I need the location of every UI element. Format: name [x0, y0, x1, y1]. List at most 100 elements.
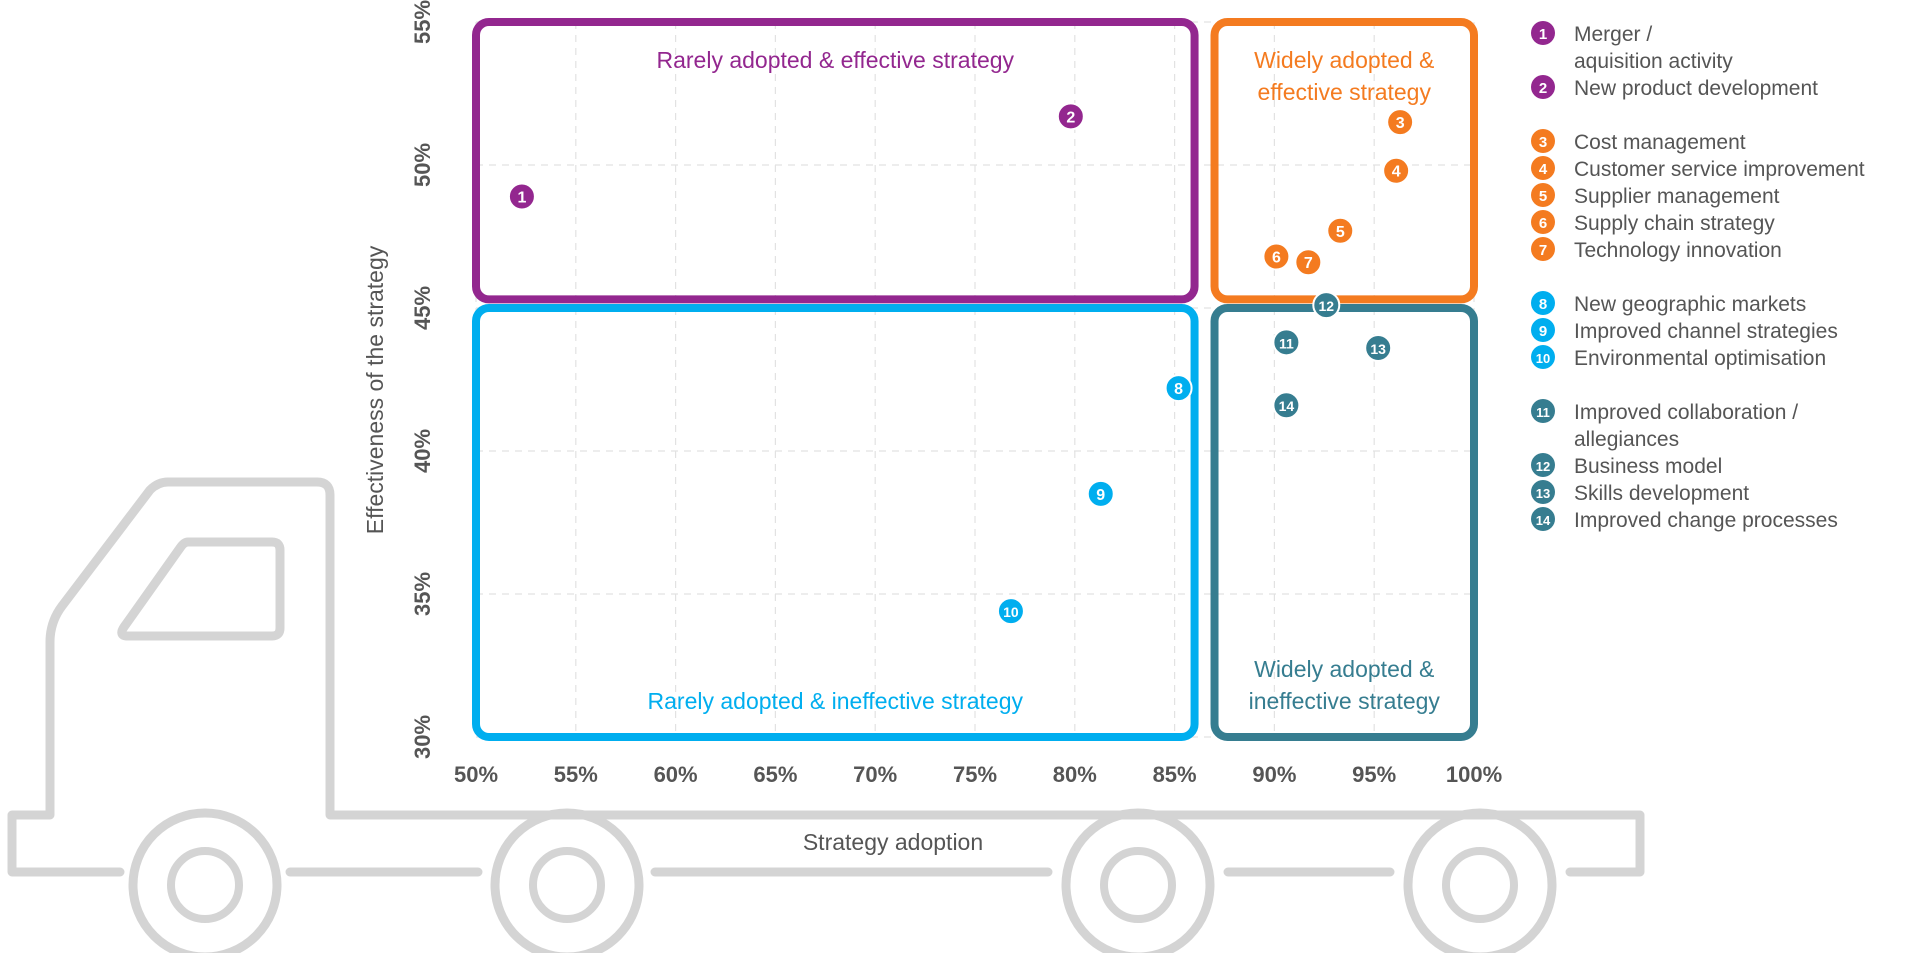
legend-marker-11 — [1531, 399, 1555, 423]
legend-marker-number-13: 13 — [1536, 486, 1550, 501]
quadrant-box-wide-ineffective — [1210, 304, 1479, 741]
data-point-6 — [1262, 242, 1291, 271]
quadrant-box-rare-ineffective — [472, 304, 1199, 741]
data-point-14 — [1272, 391, 1301, 420]
legend-marker-13 — [1531, 480, 1555, 504]
legend-marker-number-6: 6 — [1539, 215, 1547, 232]
data-point-2 — [1056, 102, 1085, 131]
x-tick-label: 75% — [953, 762, 997, 787]
data-point-label-8: 8 — [1174, 381, 1183, 398]
legend-label-8: New geographic markets — [1574, 293, 1806, 316]
data-point-label-11: 11 — [1279, 335, 1294, 351]
legend-marker-14 — [1531, 507, 1555, 531]
axes: Strategy adoption Effectiveness of the s… — [362, 0, 1502, 855]
data-point-12 — [1312, 291, 1341, 320]
legend-label-9: Improved channel strategies — [1574, 320, 1838, 343]
data-point-label-9: 9 — [1096, 487, 1105, 504]
legend-marker-number-3: 3 — [1539, 134, 1547, 151]
legend-label-12: Business model — [1574, 455, 1722, 478]
x-tick-label: 70% — [853, 762, 897, 787]
quadrant-label-rare-ineffective: Rarely adopted & ineffective strategy — [648, 688, 1024, 714]
data-point-1 — [507, 182, 536, 211]
legend-label-1: aquisition activity — [1574, 50, 1733, 73]
data-point-13 — [1364, 334, 1393, 363]
x-tick-label: 85% — [1153, 762, 1197, 787]
data-point-label-13: 13 — [1370, 341, 1386, 357]
legend-marker-3 — [1531, 129, 1555, 153]
truck-body-outline — [7, 477, 1645, 877]
quadrant-label-wide-effective: Widely adopted & — [1254, 47, 1434, 73]
truck-hubcap-1 — [167, 847, 243, 923]
x-tick-label: 65% — [753, 762, 797, 787]
truck-hubcap-2 — [529, 847, 605, 923]
legend-marker-6 — [1531, 210, 1555, 234]
legend-marker-4 — [1531, 156, 1555, 180]
legend-label-3: Cost management — [1574, 131, 1746, 154]
legend-marker-8 — [1531, 291, 1555, 315]
data-point-8 — [1164, 374, 1193, 403]
data-point-9 — [1086, 479, 1115, 508]
legend-marker-number-2: 2 — [1539, 80, 1547, 97]
data-point-11 — [1272, 328, 1301, 357]
data-point-label-1: 1 — [517, 189, 526, 206]
truck-wheel-1 — [128, 808, 282, 958]
quadrant-label-wide-ineffective: ineffective strategy — [1249, 688, 1441, 714]
legend-marker-number-12: 12 — [1536, 459, 1550, 474]
truck-window-outline — [117, 537, 285, 641]
quadrant-boxes: Rarely adopted & effective strategy Widel… — [472, 18, 1479, 741]
truck-background-illustration — [7, 477, 1645, 958]
y-tick-label: 40% — [410, 429, 435, 473]
y-tick-label: 45% — [410, 286, 435, 330]
y-tick-label: 55% — [410, 0, 435, 44]
data-point-7 — [1294, 248, 1323, 277]
legend-marker-number-5: 5 — [1539, 188, 1547, 205]
legend-marker-number-7: 7 — [1539, 242, 1547, 259]
data-point-label-4: 4 — [1392, 164, 1401, 181]
legend-marker-1 — [1531, 21, 1555, 45]
data-point-label-14: 14 — [1279, 398, 1295, 414]
truck-hubcap-3 — [1100, 847, 1176, 923]
legend-marker-number-14: 14 — [1536, 513, 1551, 528]
truck-wheel-4 — [1403, 808, 1557, 958]
legend-label-13: Skills development — [1574, 482, 1749, 505]
data-point-label-2: 2 — [1066, 109, 1075, 126]
legend-marker-12 — [1531, 453, 1555, 477]
legend-marker-7 — [1531, 237, 1555, 261]
data-point-label-6: 6 — [1272, 250, 1281, 267]
data-point-label-12: 12 — [1319, 298, 1335, 314]
legend-marker-9 — [1531, 318, 1555, 342]
x-tick-label: 80% — [1053, 762, 1097, 787]
data-point-3 — [1386, 108, 1415, 137]
legend-label-5: Supplier management — [1574, 185, 1780, 208]
y-tick-label: 35% — [410, 572, 435, 616]
legend-marker-number-10: 10 — [1536, 351, 1550, 366]
x-axis-label: Strategy adoption — [803, 829, 983, 855]
legend-label-1: Merger / — [1574, 23, 1652, 46]
grid-lines — [475, 21, 1475, 738]
quadrant-label-rare-effective: Rarely adopted & effective strategy — [656, 47, 1014, 73]
legend-marker-number-4: 4 — [1539, 161, 1548, 178]
x-tick-label: 100% — [1446, 762, 1502, 787]
legend-label-14: Improved change processes — [1574, 509, 1838, 532]
x-tick-label: 60% — [654, 762, 698, 787]
truck-wheel-2 — [490, 808, 644, 958]
legend-label-6: Supply chain strategy — [1574, 212, 1775, 235]
truck-wheel-3 — [1061, 808, 1215, 958]
x-tick-label: 95% — [1352, 762, 1396, 787]
data-point-label-3: 3 — [1396, 115, 1405, 132]
legend-label-11: Improved collaboration / — [1574, 401, 1798, 424]
data-point-10 — [996, 597, 1025, 626]
legend-label-11: allegiances — [1574, 428, 1679, 451]
legend-marker-2 — [1531, 75, 1555, 99]
legend-marker-10 — [1531, 345, 1555, 369]
y-axis-label: Effectiveness of the strategy — [362, 245, 388, 534]
legend-marker-number-8: 8 — [1539, 296, 1547, 313]
x-tick-label: 55% — [554, 762, 598, 787]
legend-marker-number-9: 9 — [1539, 323, 1547, 340]
x-tick-label: 90% — [1252, 762, 1296, 787]
data-point-5 — [1326, 216, 1355, 245]
